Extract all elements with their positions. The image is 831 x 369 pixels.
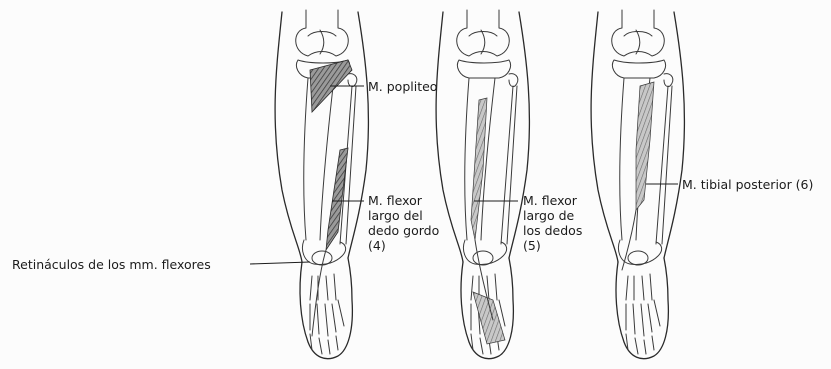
label-flexor-dedo-gordo-line-2: largo del [368,208,439,223]
flexor-digitorum-muscle [471,98,487,240]
label-flexor-dedos-line-2: largo de [523,208,582,223]
label-retinaculos: Retináculos de los mm. flexores [12,257,211,272]
label-flexor-dedos-line-4: (5) [523,238,582,253]
label-flexor-dedo-gordo-line-1: M. flexor [368,193,439,208]
label-flexor-dedos: M. flexor largo de los dedos (5) [523,193,582,253]
label-tibial-posterior: M. tibial posterior (6) [682,177,813,192]
label-popliteo: M. popliteo [368,79,437,94]
leader-retinaculos [250,262,310,264]
label-flexor-dedos-line-1: M. flexor [523,193,582,208]
leg-2 [436,10,529,359]
label-flexor-dedo-gordo: M. flexor largo del dedo gordo (4) [368,193,439,253]
label-flexor-dedo-gordo-line-3: dedo gordo [368,223,439,238]
label-flexor-dedo-gordo-line-4: (4) [368,238,439,253]
leg-1 [275,10,368,359]
leader-lines [250,86,678,264]
flexor-hallucis-muscle [326,148,348,250]
tibialis-posterior-muscle [636,82,654,210]
label-flexor-dedos-line-3: los dedos [523,223,582,238]
